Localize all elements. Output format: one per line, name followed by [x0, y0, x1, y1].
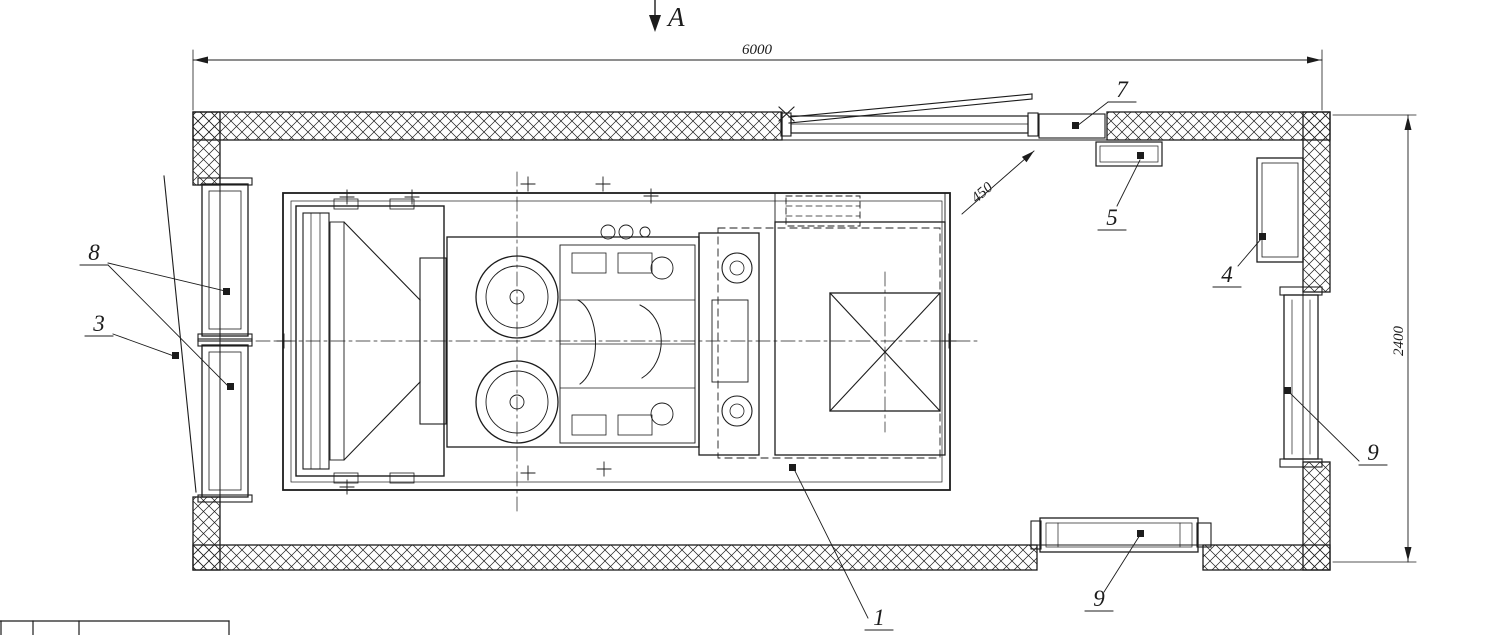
- radiator-section: [295, 198, 447, 484]
- item5-wall-box: [1095, 141, 1163, 167]
- item9-side-louver: [1279, 286, 1323, 468]
- genset-skid-inner: [290, 200, 943, 483]
- callout-4-label: 4: [1221, 262, 1233, 287]
- left-door-panel-top: [201, 183, 249, 337]
- left-door-cap-2: [197, 333, 253, 342]
- callout-3-label: 3: [92, 311, 105, 336]
- alternator: [698, 232, 760, 456]
- item4-cabinet: [1256, 157, 1304, 263]
- section-marker: A: [649, 0, 685, 32]
- inner-wall-outline: [219, 139, 1304, 546]
- dimension-width: 2400: [1332, 114, 1417, 563]
- callout-9-bottom: 9: [1084, 530, 1144, 612]
- wall-bottom-right: [1202, 544, 1331, 571]
- wall-bottom-left: [192, 544, 1038, 571]
- callout-8: 8: [79, 240, 234, 390]
- genset-skid-frame: [282, 192, 951, 491]
- callout-9-side: 9: [1284, 387, 1388, 466]
- wall-top-left: [192, 111, 783, 141]
- left-door-cap-4: [197, 494, 253, 503]
- left-door-cap-3: [197, 338, 253, 347]
- wall-left-upper: [192, 111, 221, 186]
- callout-1: 1: [789, 464, 894, 631]
- callout-3: 3: [84, 311, 179, 359]
- genset-right-section: [717, 192, 946, 459]
- wall-right-upper: [1302, 111, 1331, 293]
- callout-8-label: 8: [88, 240, 100, 265]
- dimension-width-value: 2400: [1391, 326, 1407, 357]
- callout-7-label: 7: [1116, 77, 1129, 102]
- title-block-fragment: [0, 620, 230, 635]
- section-arrowhead: [649, 15, 661, 32]
- door-hinge-cross-2: [778, 106, 795, 122]
- item9-bottom-louver: [1030, 517, 1212, 553]
- mounting-marks: [276, 176, 957, 495]
- left-door-panel-bottom-inner: [208, 351, 242, 491]
- wall-top-right: [1106, 111, 1331, 141]
- callout-5: 5: [1097, 152, 1144, 231]
- door-leaf-edge-2: [788, 98, 1033, 124]
- left-door-panel-top-inner: [208, 190, 242, 330]
- door-sill: [790, 115, 1029, 134]
- dimension-door-opening: 450: [961, 150, 1035, 215]
- callout-4: 4: [1212, 233, 1266, 288]
- container-walls: [192, 111, 1331, 571]
- top-door-open: [778, 93, 1106, 139]
- section-label: A: [666, 2, 685, 32]
- dimension-length-value: 6000: [742, 42, 773, 58]
- dimension-length: 6000: [192, 42, 1323, 111]
- door-swing-line: [163, 175, 197, 493]
- left-door-panel-bottom: [201, 344, 249, 498]
- engine-block: [446, 224, 700, 448]
- left-door-cap-1: [197, 177, 253, 186]
- dimension-door-value: 450: [969, 179, 997, 206]
- callout-5-label: 5: [1106, 205, 1118, 230]
- callout-9-side-label: 9: [1367, 440, 1379, 465]
- callout-9-bottom-label: 9: [1093, 586, 1105, 611]
- callout-1-label: 1: [873, 605, 885, 630]
- left-doors: [163, 175, 253, 503]
- genset-plan: [255, 171, 979, 513]
- door-leaf-edge-1: [788, 93, 1033, 118]
- callout-7: 7: [1072, 77, 1137, 129]
- door-jamb-right: [1027, 112, 1039, 137]
